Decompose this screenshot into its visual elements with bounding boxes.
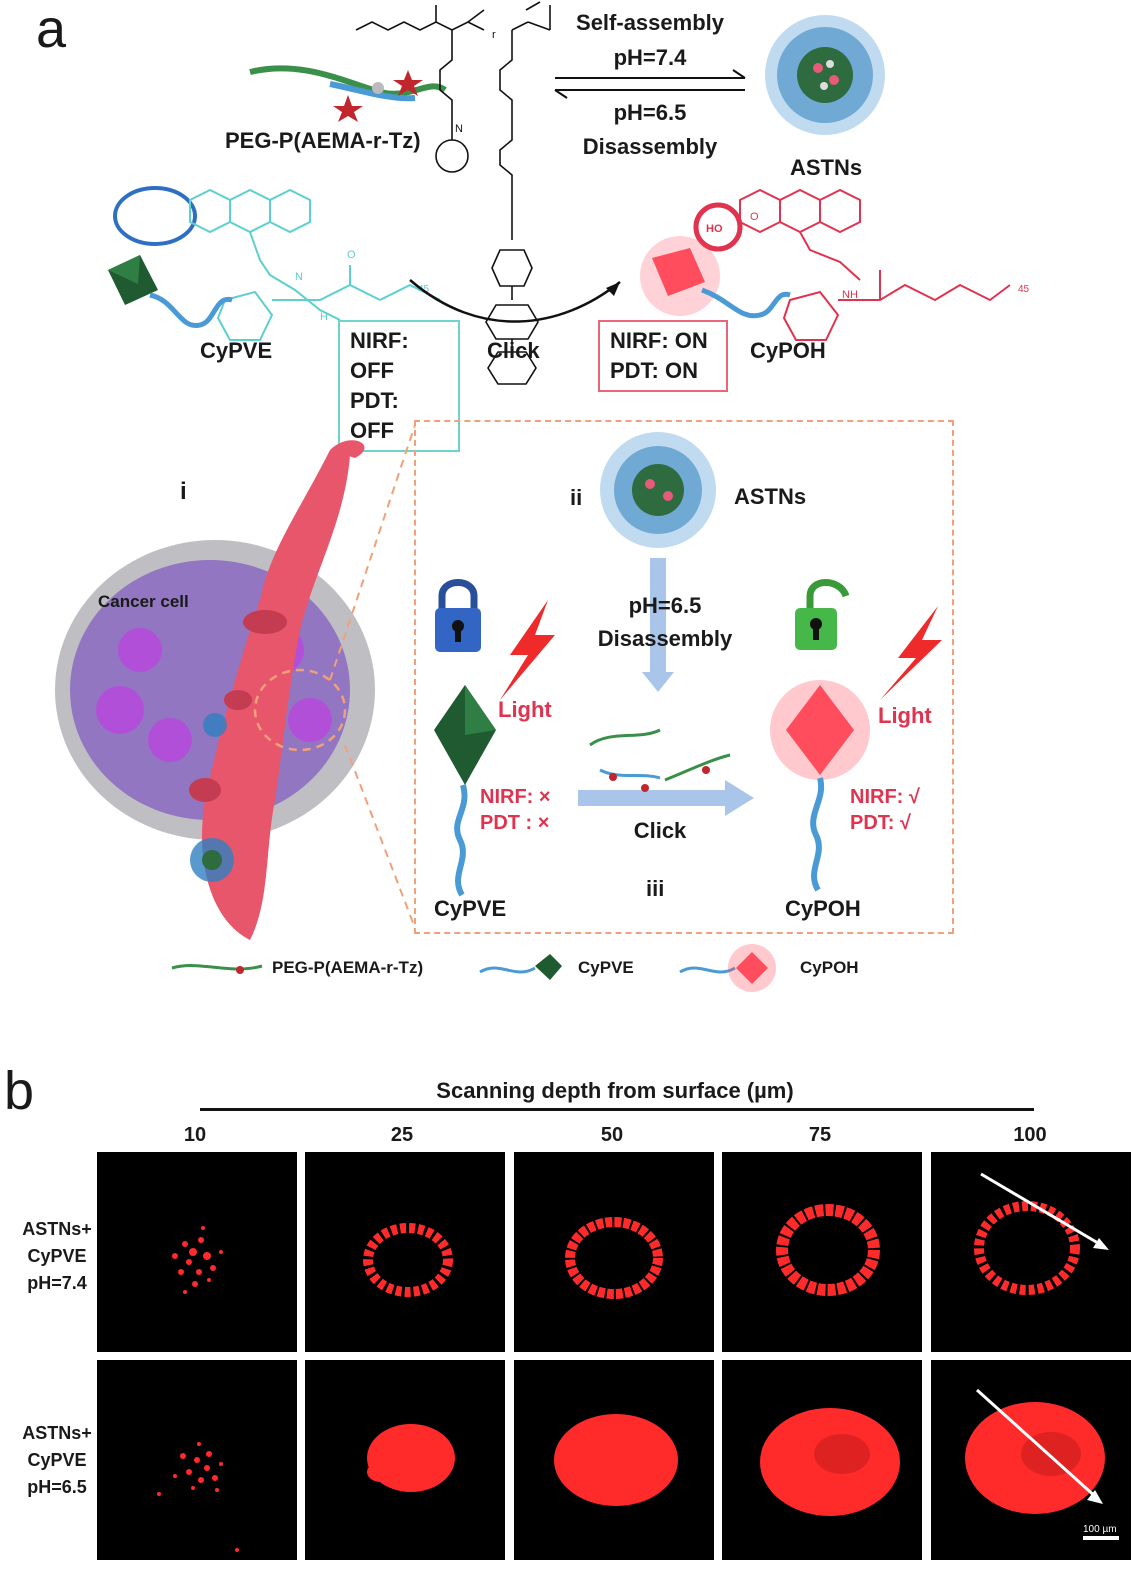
cypve-label: CyPVE <box>200 338 273 363</box>
scale-bar-label: 100 µm <box>1083 1524 1117 1535</box>
row-label-ph65: ASTNs+ CyPVE pH=6.5 <box>12 1420 102 1501</box>
legend-cypoh: CyPOH <box>800 958 859 977</box>
lock-closed-icon <box>435 579 481 652</box>
ph-74-label: pH=7.4 <box>613 45 687 70</box>
micrograph-ph65-75 <box>722 1360 922 1560</box>
panel-a-lower-scheme <box>55 424 942 992</box>
disassembly-label: Disassembly <box>582 134 718 159</box>
astns-nanoparticle-icon <box>765 15 885 135</box>
equilibrium-arrows <box>554 69 746 99</box>
chem-o-left: O <box>347 249 356 261</box>
ph-65-label: pH=6.5 <box>613 100 687 125</box>
chem-r-label: r <box>492 29 496 41</box>
row1-line3: pH=7.4 <box>27 1273 87 1293</box>
click-label: Click <box>487 338 540 363</box>
astns-scheme-label: ASTNs <box>734 484 807 509</box>
cypve-structure <box>113 186 441 341</box>
micrograph-ph74-100 <box>931 1152 1131 1352</box>
title-rule <box>200 1108 1034 1111</box>
row2-line2: CyPVE <box>27 1450 87 1470</box>
depth-100: 100 <box>1013 1124 1047 1146</box>
micrograph-ph74-50 <box>514 1152 714 1352</box>
depth-75: 75 <box>808 1124 832 1146</box>
astns-label: ASTNs <box>790 155 863 180</box>
self-assembly-label: Self-assembly <box>576 10 724 35</box>
row1-line1: ASTNs+ <box>22 1219 92 1239</box>
astns-icon-scheme <box>600 432 716 548</box>
roman-iii: iii <box>646 876 665 901</box>
pdt-off-text: PDT: OFF <box>350 388 399 443</box>
row2-line3: pH=6.5 <box>27 1477 87 1497</box>
cypoh-icon <box>640 236 791 319</box>
row-label-ph74: ASTNs+ CyPVE pH=7.4 <box>12 1216 102 1297</box>
blood-vessel <box>202 450 350 940</box>
cypoh-structure <box>693 188 1011 341</box>
roman-i: i <box>180 478 187 505</box>
cypoh-scheme-label: CyPOH <box>785 896 861 921</box>
micrograph-ph65-10 <box>97 1360 297 1560</box>
chem-sub-right: 45 <box>1018 284 1030 295</box>
light-right-label: Light <box>878 703 932 728</box>
cypve-icon <box>108 255 233 328</box>
lock-open-icon <box>795 579 850 650</box>
pdt-check-label: PDT: √ <box>850 812 911 834</box>
legend-polymer: PEG-P(AEMA-r-Tz) <box>272 958 424 977</box>
depth-10: 10 <box>183 1124 207 1146</box>
legend-cypve: CyPVE <box>578 958 634 977</box>
micrograph-ph74-75 <box>722 1152 922 1352</box>
click-arrow <box>409 279 621 323</box>
mechanism-box <box>414 420 954 934</box>
roman-ii: ii <box>570 485 583 510</box>
chem-nh-right: NH <box>842 289 858 301</box>
light-left-label: Light <box>498 697 552 722</box>
polymer-structure <box>355 1 551 385</box>
micrograph-ph65-50 <box>514 1360 714 1560</box>
disassembly-step-label: Disassembly <box>597 626 733 651</box>
lightning-left-icon <box>500 600 555 700</box>
nirf-on-box: NIRF: ON PDT: ON <box>598 320 728 392</box>
depth-50: 50 <box>600 1124 624 1146</box>
pdt-on-text: PDT: ON <box>610 358 698 383</box>
panel-a-letter: a <box>36 0 67 59</box>
nirf-on-text: NIRF: ON <box>610 328 708 353</box>
cancer-cell-label: Cancer cell <box>98 592 189 611</box>
cypoh-large-icon <box>770 680 870 892</box>
legend-icons <box>171 944 776 992</box>
micrograph-ph74-25 <box>305 1152 505 1352</box>
depth-25: 25 <box>390 1124 414 1146</box>
click-scheme-label: Click <box>633 818 687 843</box>
cypve-scheme-label: CyPVE <box>434 896 507 921</box>
ph-step-label: pH=6.5 <box>628 593 702 618</box>
lightning-right-icon <box>880 606 942 700</box>
nirf-check-label: NIRF: √ <box>850 786 920 808</box>
chem-ho: HO <box>706 223 723 235</box>
row2-line1: ASTNs+ <box>22 1423 92 1443</box>
polymer-label: PEG-P(AEMA-r-Tz) <box>225 128 421 153</box>
chem-h-left: H <box>320 311 328 323</box>
panel-a-top-scheme: r N N O H 45 <box>108 1 1030 385</box>
cypoh-label: CyPOH <box>750 338 826 363</box>
cypve-large-icon <box>434 685 496 897</box>
chem-n-left: N <box>295 271 303 283</box>
chem-o-right: O <box>750 211 759 223</box>
row1-line2: CyPVE <box>27 1246 87 1266</box>
chem-n-label: N <box>455 123 463 135</box>
nirf-x-label: NIRF: × <box>480 786 551 808</box>
micrograph-ph74-10 <box>97 1152 297 1352</box>
micrograph-ph65-25 <box>305 1360 505 1560</box>
nirf-off-box: NIRF: OFF PDT: OFF <box>338 320 460 452</box>
pdt-x-label: PDT : × <box>480 812 550 834</box>
panel-b-letter: b <box>4 1061 35 1121</box>
micrograph-ph65-100: 100 µm <box>931 1360 1131 1560</box>
nirf-off-text: NIRF: OFF <box>350 328 409 383</box>
scanning-depth-title: Scanning depth from surface (µm) <box>436 1078 794 1103</box>
